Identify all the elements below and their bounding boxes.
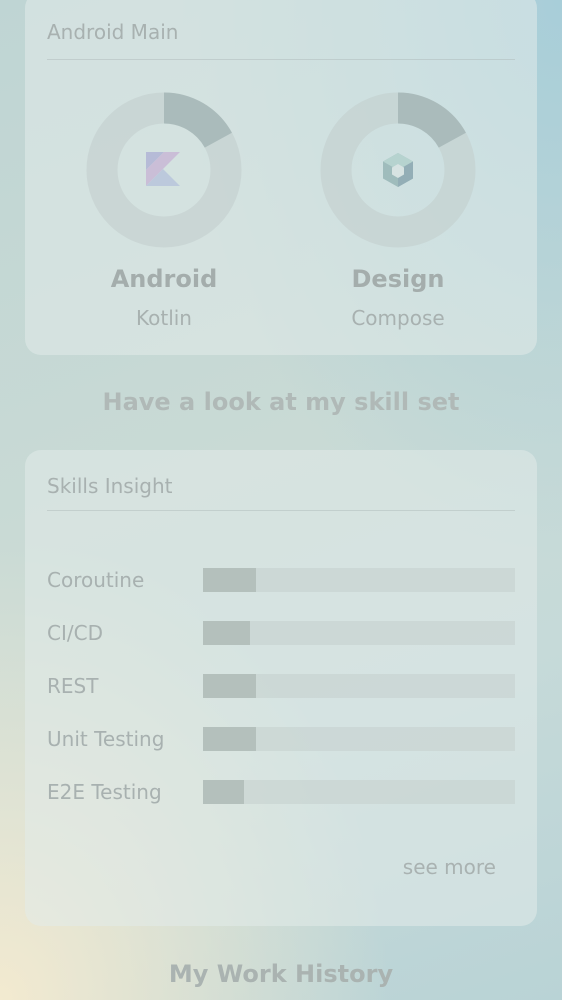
skill-bar-track <box>203 780 515 804</box>
android-skill-donut[interactable] <box>86 92 242 248</box>
skill-bar-row: CI/CD <box>47 621 515 647</box>
skill-bar-fill <box>203 568 257 592</box>
skill-bar-track <box>203 727 515 751</box>
skill-bar-track <box>203 674 515 698</box>
skill-subtitle-compose: Compose <box>351 306 445 330</box>
work-history-heading: My Work History <box>168 960 394 988</box>
skills-insight-card: Skills Insight Coroutine CI/CD REST Unit… <box>25 450 537 926</box>
skill-bar-row: E2E Testing <box>47 780 515 806</box>
skill-bar-row: Unit Testing <box>47 727 515 753</box>
skill-title-android: Android <box>110 265 218 293</box>
divider <box>47 510 515 511</box>
skill-bar-track <box>203 568 515 592</box>
skill-title-design: Design <box>351 265 445 293</box>
skill-bar-row: REST <box>47 674 515 700</box>
skill-bar-label: E2E Testing <box>47 780 162 804</box>
donut-progress-arc <box>320 92 476 248</box>
skill-bar-track <box>203 621 515 645</box>
kotlin-logo-icon <box>144 150 184 190</box>
skill-bar-label: Unit Testing <box>47 727 165 751</box>
card-title: Android Main <box>47 20 179 44</box>
skill-bar-label: Coroutine <box>47 568 145 592</box>
divider <box>47 59 515 60</box>
skill-subtitle-kotlin: Kotlin <box>136 306 192 330</box>
skill-bar-fill <box>203 621 250 645</box>
see-more-link[interactable]: see more <box>402 855 496 879</box>
card-title: Skills Insight <box>47 474 173 498</box>
donut-progress-arc <box>86 92 242 248</box>
design-skill-donut[interactable] <box>320 92 476 248</box>
skill-bar-fill <box>203 727 257 751</box>
skill-bar-row: Coroutine <box>47 568 515 594</box>
skill-bar-label: CI/CD <box>47 621 103 645</box>
android-main-card: Android Main Android Kotlin <box>25 0 537 355</box>
jetpack-compose-icon <box>378 150 418 190</box>
skill-bar-fill <box>203 780 244 804</box>
skill-bar-label: REST <box>47 674 99 698</box>
skill-bar-fill <box>203 674 257 698</box>
skill-set-heading: Have a look at my skill set <box>102 388 460 416</box>
